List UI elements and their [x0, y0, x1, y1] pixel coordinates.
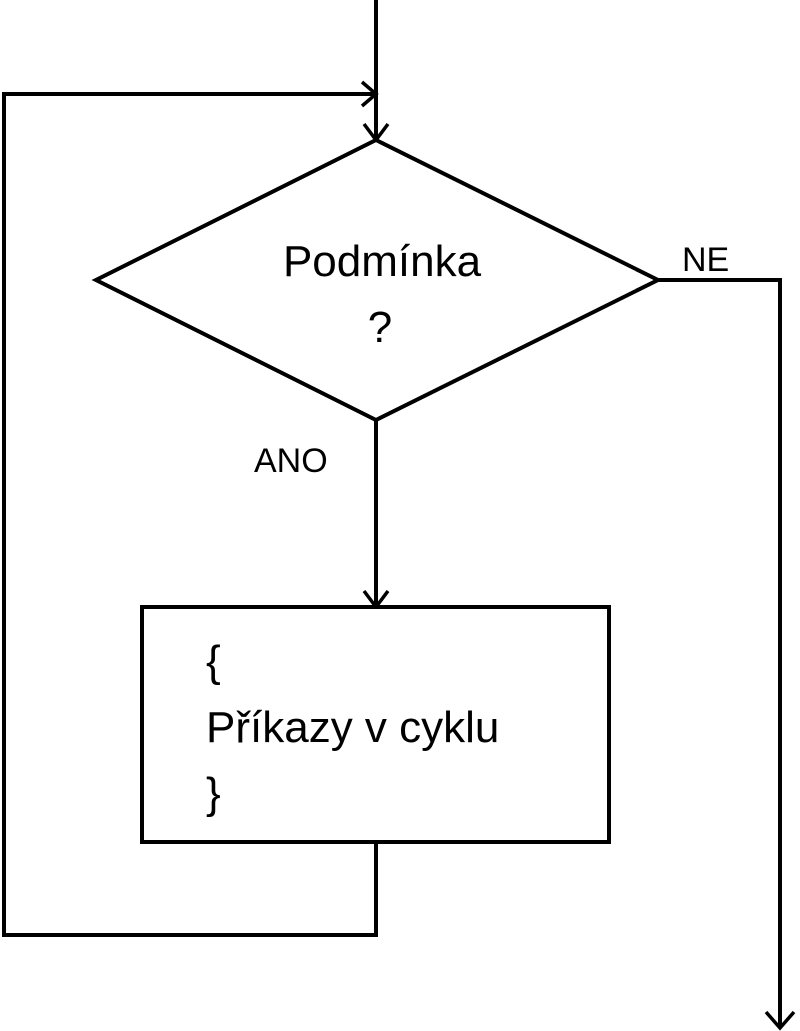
exit-arrowhead: [764, 1010, 796, 1031]
loop-back-arrowhead: [360, 80, 379, 108]
branch-yes-label: ANO: [254, 442, 328, 480]
decision-label-line1: Podmínka: [283, 237, 482, 286]
exit-no-connector: [658, 278, 782, 1028]
process-open-brace: {: [206, 637, 221, 686]
process-box: [140, 605, 611, 844]
process-close-brace: }: [206, 769, 221, 818]
branch-no-label: NE: [682, 241, 729, 279]
loop-back-connector: [2, 92, 378, 937]
decision-label-line2: ?: [368, 303, 392, 352]
process-body-text: Příkazy v cyklu: [206, 703, 499, 752]
